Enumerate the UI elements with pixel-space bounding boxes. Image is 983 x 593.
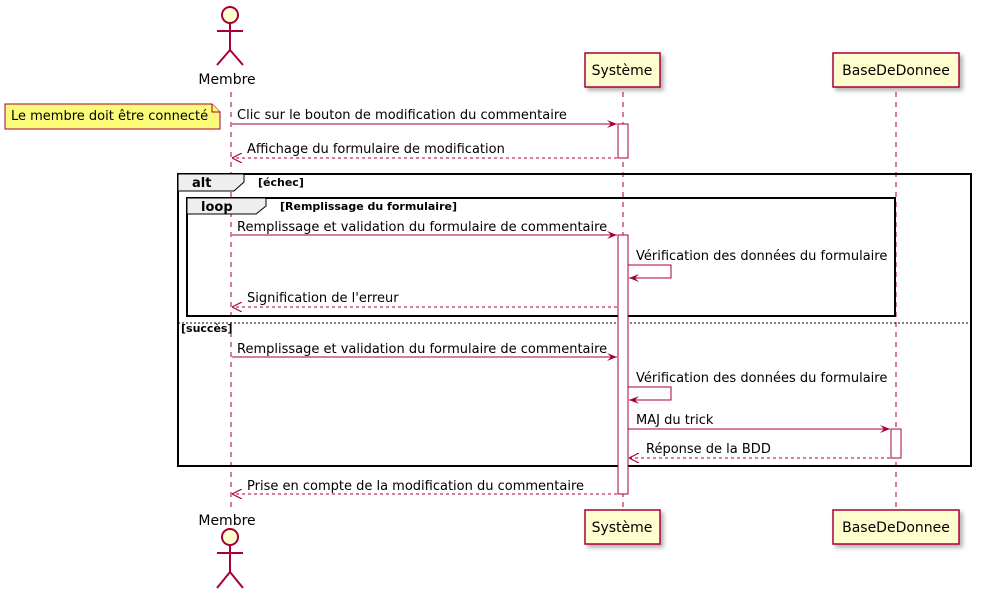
participant-systeme-bottom: Système bbox=[584, 509, 661, 545]
actor-membre-top: Membre bbox=[198, 6, 256, 88]
message-2-label: Affichage du formulaire de modification bbox=[247, 142, 505, 157]
message-8: MAJ du trick bbox=[628, 413, 890, 433]
loop-frame: loop [Remplissage du formulaire] bbox=[186, 197, 896, 317]
message-6: Remplissage et validation du formulaire … bbox=[232, 342, 617, 361]
message-1-label: Clic sur le bouton de modification du co… bbox=[237, 108, 567, 123]
message-5: Signification de l'erreur bbox=[232, 291, 617, 307]
message-1: Clic sur le bouton de modification du co… bbox=[232, 108, 617, 128]
activation-systeme-1 bbox=[617, 123, 629, 159]
participant-bdd-bottom: BaseDeDonnee bbox=[832, 509, 960, 545]
participant-bdd-bottom-label: BaseDeDonnee bbox=[842, 520, 950, 536]
participant-systeme-top-label: Système bbox=[592, 63, 653, 79]
note-text: Le membre doit être connecté bbox=[11, 109, 208, 124]
actor-head-icon bbox=[221, 6, 239, 24]
message-3-label: Remplissage et validation du formulaire … bbox=[237, 220, 607, 235]
loop-keyword: loop bbox=[201, 200, 233, 215]
actor-membre-top-label: Membre bbox=[198, 72, 255, 88]
message-5-label: Signification de l'erreur bbox=[247, 291, 399, 306]
activation-systeme-2 bbox=[617, 234, 629, 495]
message-2: Affichage du formulaire de modification bbox=[232, 142, 617, 158]
participant-systeme-bottom-label: Système bbox=[592, 520, 653, 536]
message-9: Réponse de la BDD bbox=[629, 442, 890, 458]
message-4: Vérification des données du formulaire bbox=[628, 249, 887, 282]
actor-membre-bottom-label: Membre bbox=[198, 513, 255, 529]
message-8-label: MAJ du trick bbox=[636, 413, 714, 428]
participant-bdd-top: BaseDeDonnee bbox=[832, 52, 960, 88]
message-3: Remplissage et validation du formulaire … bbox=[232, 220, 617, 239]
message-4-label: Vérification des données du formulaire bbox=[636, 249, 887, 264]
alt-frame: alt [échec] [succès] bbox=[177, 173, 972, 467]
alt-keyword: alt bbox=[192, 176, 211, 191]
activation-bdd bbox=[890, 428, 902, 459]
participant-bdd-top-label: BaseDeDonnee bbox=[842, 63, 950, 79]
loop-condition: [Remplissage du formulaire] bbox=[280, 200, 457, 213]
actor-membre-bottom: Membre bbox=[198, 513, 256, 589]
message-7: Vérification des données du formulaire bbox=[628, 371, 887, 404]
message-10-label: Prise en compte de la modification du co… bbox=[247, 479, 584, 494]
message-7-label: Vérification des données du formulaire bbox=[636, 371, 887, 386]
message-6-label: Remplissage et validation du formulaire … bbox=[237, 342, 607, 357]
message-9-label: Réponse de la BDD bbox=[646, 442, 771, 457]
alt-condition: [échec] bbox=[258, 176, 304, 189]
else-condition: [succès] bbox=[181, 322, 232, 335]
message-10: Prise en compte de la modification du co… bbox=[232, 479, 617, 494]
actor-head-icon bbox=[221, 528, 239, 546]
participant-systeme-top: Système bbox=[584, 52, 661, 88]
note: Le membre doit être connecté bbox=[4, 103, 221, 130]
